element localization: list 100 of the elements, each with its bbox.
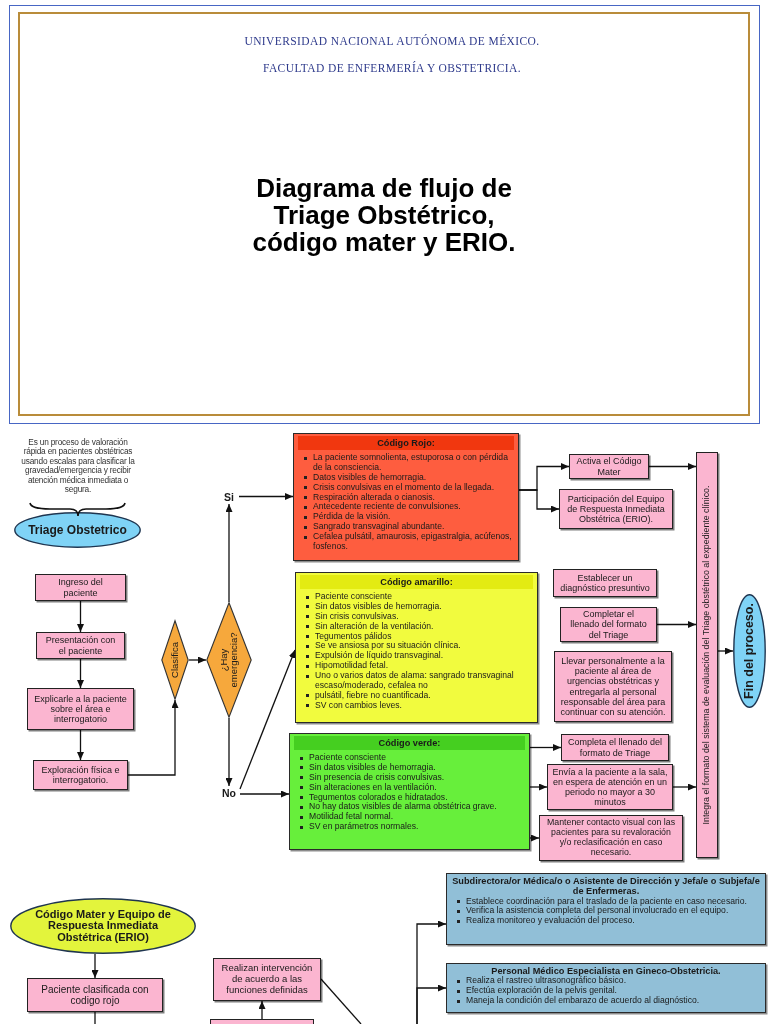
arrow <box>416 984 447 1024</box>
terminal-text: Triage Obstetrico <box>28 523 127 537</box>
list-item: Efectúa exploración de la pelvis genital. <box>454 986 762 997</box>
list-heading: Código Rojo: <box>298 436 514 450</box>
list-item: Antecedente reciente de convulsiones. <box>301 502 515 513</box>
terminal-text: Código Mater y Equipo de Respuesta Inmediata Obstétrica (ERIO) <box>34 908 172 944</box>
process-box <box>36 632 125 659</box>
list-heading: Subdirectora/or Médica/o o Asistente de Dirección y Jefa/e o Subjefa/e de Enfermeras. <box>451 876 761 897</box>
process-box <box>27 688 134 730</box>
list-item: Sin alteración de la ventilación. <box>303 621 534 632</box>
arrow <box>239 790 290 798</box>
list-item: Realiza el rastreo ultrasonográfico básico. <box>454 976 762 987</box>
step-text: Completa el llenado del formato de Triage <box>566 737 664 758</box>
process-box <box>560 607 657 642</box>
list-item: Realiza monitoreo y evaluación del proceso. <box>454 916 762 927</box>
institution-name: UNIVERSIDAD NACIONAL AUTÓNOMA DE MÉXICO. <box>244 35 540 47</box>
list-item: Sin datos visibles de hemorragia. <box>303 601 534 612</box>
process-box <box>210 1019 314 1024</box>
arrow <box>77 600 84 633</box>
connector-line <box>94 1011 96 1024</box>
process-bar <box>696 452 718 858</box>
process-box <box>213 958 321 1001</box>
arrow <box>77 729 84 761</box>
list-item: Paciente consciente <box>303 592 534 602</box>
list-item: SV en parámetros normales. <box>297 822 526 832</box>
process-box <box>27 978 163 1012</box>
arrow <box>127 699 179 776</box>
step-text: Exploración física e interrogatorio. <box>40 764 121 786</box>
step-text: Ingreso del paciente <box>57 577 104 598</box>
list-item: La paciente somnolienta, estuporosa o con pérdida de la consciencia. <box>301 453 515 473</box>
step-text: Realizan intervención de acuerdo a las funciones definidas <box>220 963 314 996</box>
process-box <box>569 454 649 479</box>
arrow <box>529 744 562 751</box>
arrow <box>529 834 540 842</box>
decision-text: Clasifica <box>169 641 181 680</box>
process-box <box>561 734 669 761</box>
list-item: Cefalea pulsátil, amaurosis, epigastralgia, acúfenos, fosfenos. <box>301 532 515 552</box>
list-item: Paciente consciente <box>297 753 526 763</box>
arrow <box>518 489 560 513</box>
step-text: Llevar personalmente a la paciente al área de urgencias obstétricas y entregarla al personal responsable del área para continuar con su atención. <box>559 656 667 717</box>
process-box <box>35 574 126 601</box>
arrow <box>188 656 207 664</box>
list-item: Tegumentos pálidos <box>303 631 534 642</box>
step-text: Mantener contacto visual con las pacientes para su revaloración y/o reclasificación en caso necesario. <box>546 818 676 858</box>
step-text: Completar el llenado del formato del Triage <box>569 609 648 640</box>
criteria-panel <box>289 733 530 850</box>
step-text: Explicarle a la paciente sobre el área e interrogatorio <box>33 693 128 725</box>
step-text: Establecer un diagnóstico presuntivo <box>559 572 651 594</box>
arrow <box>225 717 233 787</box>
process-box <box>553 569 657 597</box>
arrow <box>672 783 697 791</box>
list-item: SV con cambios leves. <box>303 700 534 711</box>
arrow <box>258 1000 266 1020</box>
list-item: Establece coordinación para el traslado de la paciente en caso necesario. <box>454 896 762 907</box>
description-text: Es un proceso de valoración rápida en pacientes obstétricas usando escalas para clasificar la gravedad/emergencia y recibir atención médica inmediata o segura. <box>20 438 136 495</box>
criteria-panel <box>446 963 766 1013</box>
list-item: No hay datos visibles de alarma obstétrica grave. <box>297 802 526 813</box>
list-heading: Código verde: <box>294 736 525 750</box>
list-item: Pérdida de la visión. <box>301 512 515 523</box>
diagram-title: Diagrama de flujo de Triage Obstétrico, código mater y ERIO. <box>251 175 517 257</box>
arrow <box>77 658 84 689</box>
list-item: Se ve ansiosa por su situación clínica. <box>303 641 534 652</box>
decision-text: ¿Hay emergencia? <box>218 631 240 690</box>
arrow <box>238 493 294 500</box>
criteria-panel <box>446 873 766 945</box>
process-box <box>539 815 683 861</box>
criteria-panel <box>295 572 538 723</box>
list-item: Datos visibles de hemorragia. <box>301 472 515 483</box>
arrow <box>656 621 697 628</box>
list-item: Sin presencia de crisis convulsivas. <box>297 772 526 783</box>
list-item: Respiración alterada o cianosis. <box>301 492 515 503</box>
institution-name: FACULTAD DE ENFERMERÍA Y OBSTETRICIA. <box>262 62 522 74</box>
step-text: Integra el formato del sistema de evaluación del Triage obstétrico al expediente clínico. <box>702 484 712 827</box>
step-text: Envía a la paciente a la sala, en espera de atención en un periodo no mayor a 30 minutos <box>552 766 668 808</box>
arrow <box>91 953 99 979</box>
step-text: Paciente clasificada con codigo rojo <box>40 983 150 1007</box>
list-item: Expulsión de líquido transvaginal. <box>303 651 534 662</box>
arrow <box>648 463 697 470</box>
list-item: Crisis convulsivas en el momento de la llegada. <box>301 482 515 493</box>
list-heading: Código amarillo: <box>300 575 533 589</box>
arrow <box>225 503 233 603</box>
list-item: Sangrado transvaginal abundante. <box>301 522 515 532</box>
process-box <box>33 760 128 790</box>
list-item: pulsátil, fiebre no cuantificada. <box>303 690 534 701</box>
criteria-panel <box>293 433 519 561</box>
list-item: Maneja la condición del embarazo de acuerdo al diagnóstico. <box>454 996 762 1006</box>
step-text: Activa el Código Mater <box>575 456 643 477</box>
arrow <box>529 783 548 791</box>
list-item: Sin alteraciones en la ventilación. <box>297 782 526 793</box>
terminal-text: Fin del proceso. <box>742 602 757 701</box>
step-text: Participación del Equipo de Respuesta Inmediata Obstétrica (ERIO). <box>566 493 666 525</box>
list-item: Verifica la asistencia completa del personal involucrado en el equipo. <box>454 906 762 917</box>
branch-label: Si <box>219 489 239 504</box>
list-heading: Personal Médico Especialista en Gineco-Obstetricia. <box>491 966 722 977</box>
list-item: Motilidad fetal normal. <box>297 812 526 823</box>
arrow <box>239 649 296 790</box>
branch-label: No <box>218 786 240 800</box>
list-item: Sin crisis convulsivas. <box>303 611 534 622</box>
list-item: Sin datos visibles de hemorragia. <box>297 762 526 773</box>
step-text: Presentación con el paciente <box>44 635 117 656</box>
